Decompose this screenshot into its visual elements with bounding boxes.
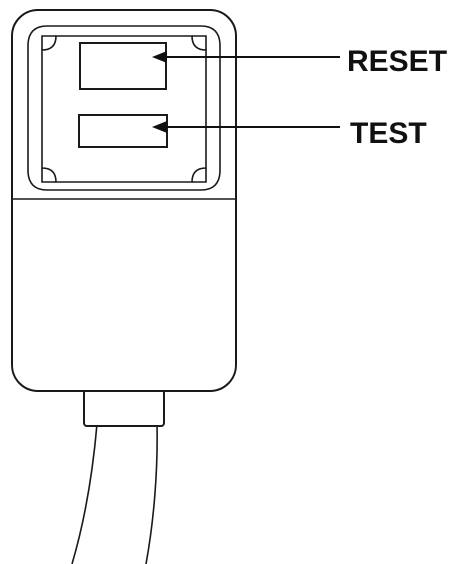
test-leader (152, 121, 340, 133)
button-panel-frame (27, 25, 221, 191)
test-label: TEST (350, 117, 427, 150)
test-button[interactable] (78, 114, 168, 148)
power-cord (71, 423, 158, 564)
strain-relief (83, 389, 165, 427)
test-arrowhead (152, 121, 167, 133)
plug-housing (11, 9, 237, 392)
panel-corner-tabs (41, 35, 207, 183)
reset-arrowhead (152, 51, 167, 63)
reset-label: RESET (347, 45, 447, 78)
reset-leader (152, 51, 340, 63)
reset-button[interactable] (79, 42, 167, 90)
